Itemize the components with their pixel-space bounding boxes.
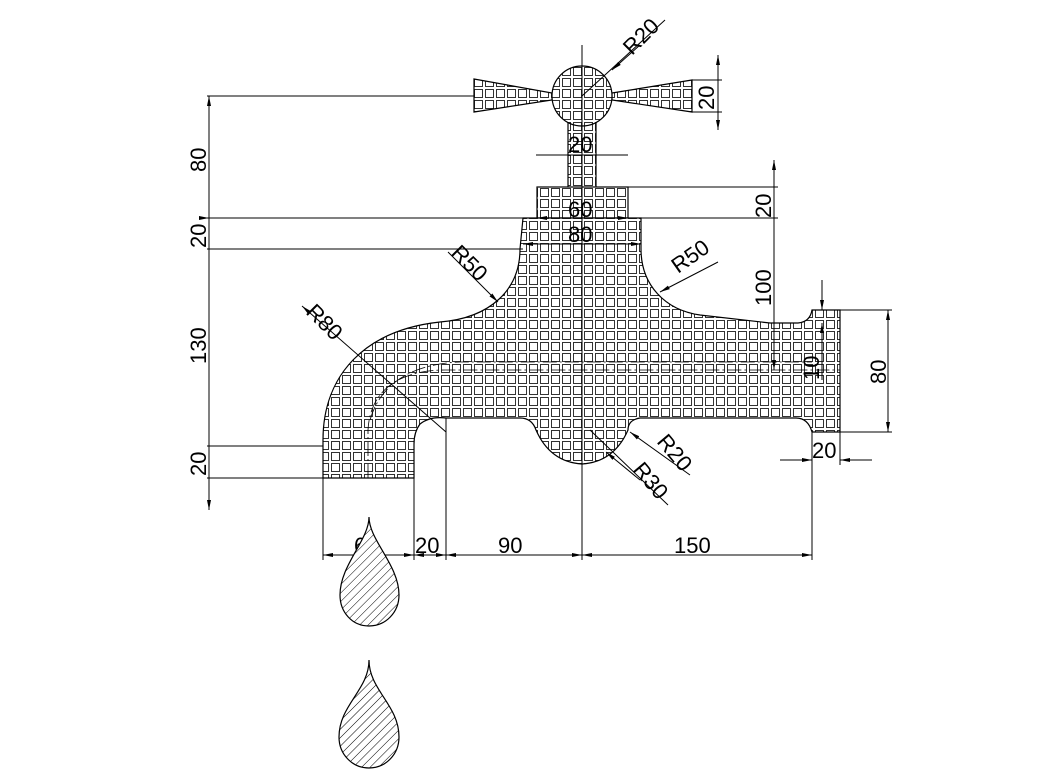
label-flange-height: 80 xyxy=(866,360,891,384)
flow-channel-upper xyxy=(369,361,812,421)
label-height-130: 130 xyxy=(186,327,211,364)
label-collar-left: 20 xyxy=(186,224,211,248)
water-drop-upper xyxy=(339,516,400,627)
label-handle-radius: R20 xyxy=(618,13,664,59)
label-span-150: 150 xyxy=(674,533,711,558)
label-gap: 20 xyxy=(415,533,439,558)
label-neck: 10 xyxy=(799,356,824,380)
label-fillet-right: R50 xyxy=(667,234,714,278)
label-spout-height: 20 xyxy=(186,452,211,476)
faucet-body xyxy=(322,45,841,560)
label-outer-radius: R80 xyxy=(301,299,347,345)
label-collar-height: 20 xyxy=(751,194,776,218)
water-drops xyxy=(338,516,400,769)
label-flange-width: 20 xyxy=(812,438,836,463)
label-span-90: 90 xyxy=(498,533,522,558)
label-collar-top-width: 60 xyxy=(568,197,592,222)
dimension-lines xyxy=(207,19,892,560)
label-stem-width: 20 xyxy=(568,132,592,157)
water-drop-lower xyxy=(338,659,400,769)
label-handle-width: 20 xyxy=(694,86,719,110)
label-height-100: 100 xyxy=(751,269,776,306)
label-body-top-width: 80 xyxy=(568,222,592,247)
handle-right-arm xyxy=(611,79,693,113)
label-fillet-left: R50 xyxy=(446,240,492,286)
label-notch-radius-20: R20 xyxy=(652,429,697,476)
label-handle-height: 80 xyxy=(186,148,211,172)
handle-left-arm xyxy=(473,78,553,113)
flow-channel xyxy=(367,369,840,478)
label-notch-radius-30: R30 xyxy=(628,457,673,504)
